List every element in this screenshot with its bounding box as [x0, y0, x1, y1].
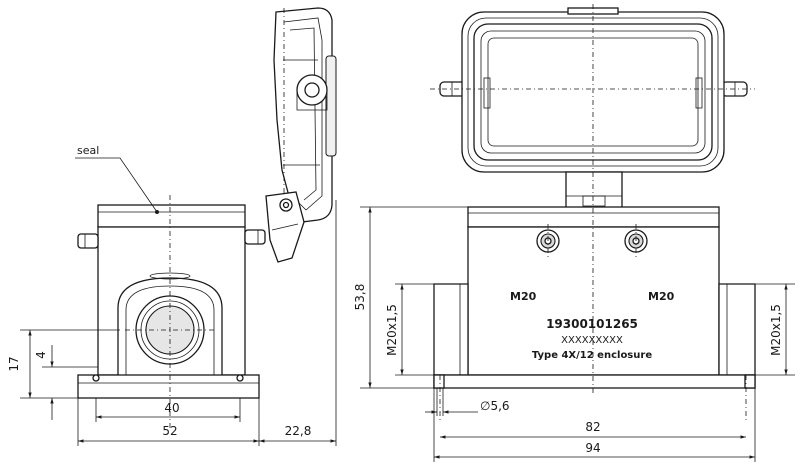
marking-m20-right: M20: [648, 290, 675, 303]
type-marking: Type 4X/12 enclosure: [532, 350, 652, 361]
part-number-marking: 19300101265: [546, 317, 638, 331]
dim-4: 4: [34, 351, 48, 359]
side-view: seal 17 4 40 52 22,8: [7, 7, 337, 446]
dim-53-8: 53,8: [353, 284, 367, 311]
marking-m20-left: M20: [510, 290, 537, 303]
code-marking: XXXXXXXXX: [561, 335, 623, 346]
hinge: [265, 191, 305, 263]
seal-label: seal: [77, 144, 99, 157]
dim-thread-left: M20x1,5: [385, 304, 399, 356]
open-lid: [273, 7, 337, 223]
dim-thread-right: M20x1,5: [769, 304, 783, 356]
front-view: M20 M20 19300101265 XXXXXXXXX Type 4X/12…: [353, 4, 795, 462]
dim-94: 94: [585, 441, 600, 455]
dim-22-8: 22,8: [285, 424, 312, 438]
dim-40: 40: [164, 401, 179, 415]
dim-17: 17: [7, 356, 21, 371]
dim-hole: ∅5,6: [480, 399, 510, 413]
dim-82: 82: [585, 420, 600, 434]
dim-52: 52: [162, 424, 177, 438]
